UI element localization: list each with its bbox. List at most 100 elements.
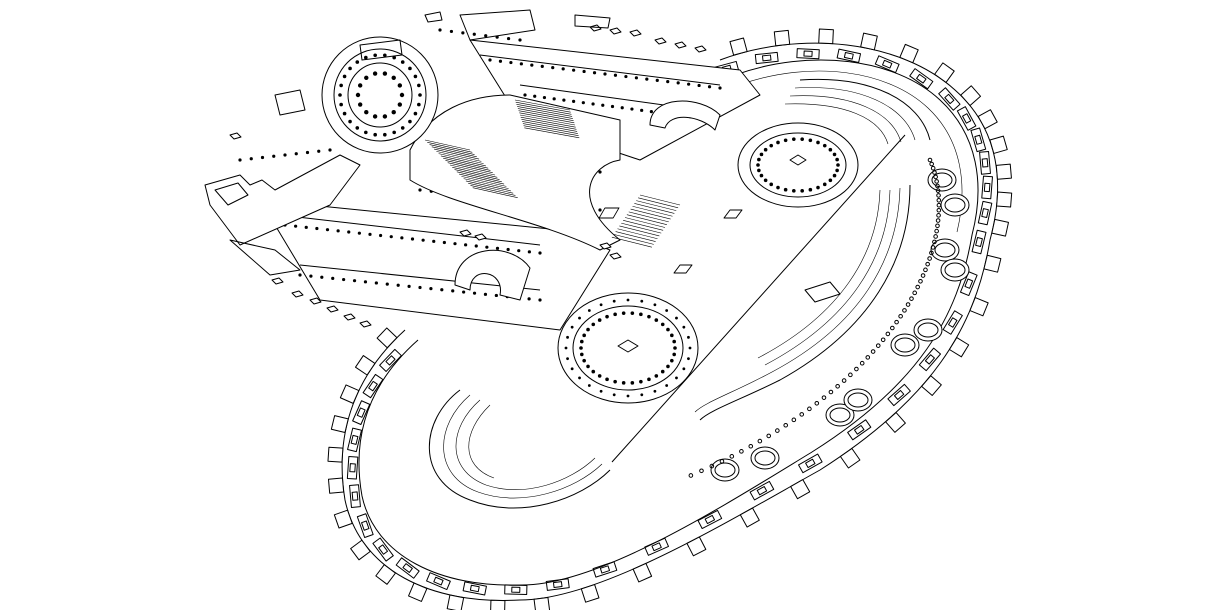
outer-buttresses	[327, 28, 1013, 610]
stair-step	[522, 123, 578, 134]
column	[509, 60, 513, 65]
rotunda-column	[792, 189, 796, 193]
pool-colonnade-dot	[936, 202, 942, 208]
column	[304, 225, 308, 229]
rotunda-column	[670, 358, 674, 363]
column	[474, 244, 478, 248]
rotunda-column	[587, 309, 591, 312]
rotunda-column	[769, 143, 774, 148]
rotunda-column	[647, 314, 651, 319]
rotunda-column	[383, 132, 387, 137]
courtyard-squares	[598, 207, 841, 303]
rotunda-column	[688, 346, 692, 350]
pool-colonnade-dot	[859, 360, 865, 366]
pool-colonnade-dot	[935, 218, 941, 223]
rotunda-column	[828, 178, 833, 183]
chamber-niche	[651, 542, 662, 552]
rotunda-column	[687, 357, 690, 361]
column	[320, 275, 324, 279]
rotunda-column	[342, 74, 347, 79]
pool-colonnade-dot	[885, 331, 891, 337]
buttress	[327, 446, 344, 463]
pool-colonnade-dot	[709, 463, 715, 469]
pool-inner	[847, 392, 869, 408]
pool-colonnade-dot	[902, 308, 907, 313]
stair-step	[628, 211, 669, 223]
rotunda-column	[759, 152, 764, 157]
pier	[291, 290, 304, 298]
rotunda-column	[672, 339, 676, 344]
column	[561, 67, 565, 71]
buttress	[729, 37, 748, 56]
column	[530, 63, 534, 67]
column	[298, 273, 302, 277]
pool-colonnade-dot	[719, 458, 725, 464]
apse-west	[454, 249, 531, 301]
column	[432, 239, 436, 243]
rotunda-column	[653, 303, 657, 307]
column	[640, 108, 644, 112]
chamber	[362, 373, 384, 399]
stair-step	[615, 231, 656, 242]
stair-step	[459, 173, 505, 185]
rotunda-column	[792, 137, 796, 141]
column	[483, 292, 488, 296]
rotunda-column	[413, 111, 418, 116]
chamber	[887, 383, 911, 407]
chamber	[372, 537, 394, 562]
rotunda-column	[828, 147, 833, 152]
pool-colonnade-dot	[898, 313, 903, 319]
pool-colonnade-dot	[934, 179, 939, 184]
chamber-niche	[974, 134, 983, 145]
chamber-niche	[351, 491, 359, 501]
pool-colonnade-dot	[766, 433, 772, 439]
rotunda-column	[808, 138, 813, 143]
rotunda-column	[822, 143, 827, 148]
stair-step	[452, 166, 498, 178]
rotunda-east	[737, 122, 859, 208]
rotunda-column	[675, 376, 678, 380]
stair-step	[429, 144, 475, 155]
rotunda-column	[822, 182, 827, 187]
pool-inner	[714, 462, 736, 478]
buttress	[350, 539, 371, 561]
column	[551, 66, 555, 70]
column	[357, 231, 361, 235]
column	[449, 29, 454, 34]
pool-colonnade-dot	[933, 174, 938, 180]
buttress	[948, 337, 970, 358]
column	[533, 94, 537, 98]
rotunda-column	[348, 119, 352, 124]
buttress	[995, 163, 1012, 180]
perimeter-chambers	[346, 48, 993, 596]
column	[572, 68, 576, 72]
column	[598, 208, 602, 212]
column	[613, 73, 618, 77]
pool-colonnade-dot	[835, 384, 840, 389]
chamber	[697, 509, 723, 530]
rotunda-column	[613, 312, 617, 317]
rotunda-column	[348, 66, 352, 71]
column	[610, 104, 615, 109]
pool-colonnade-dot	[821, 395, 827, 400]
rotunda-column	[417, 102, 421, 107]
pool-colonnade-dot	[748, 443, 754, 449]
pool-colonnade-dot	[930, 165, 936, 171]
column	[538, 251, 542, 255]
rotunda-column	[783, 138, 788, 143]
pool-colonnade-dot	[929, 161, 934, 167]
column	[462, 290, 466, 294]
column	[294, 152, 298, 156]
column	[527, 250, 531, 254]
rotunda-column	[835, 168, 839, 173]
rotunda-column	[666, 327, 670, 332]
rotunda-column	[586, 327, 590, 332]
rotunda-column	[626, 394, 630, 398]
rotunda-column	[372, 71, 378, 76]
rotunda-column	[639, 379, 643, 384]
column	[379, 233, 383, 238]
chamber	[352, 400, 371, 426]
stair-step	[523, 125, 579, 137]
stair-step	[449, 164, 496, 176]
stair-step	[438, 153, 484, 164]
